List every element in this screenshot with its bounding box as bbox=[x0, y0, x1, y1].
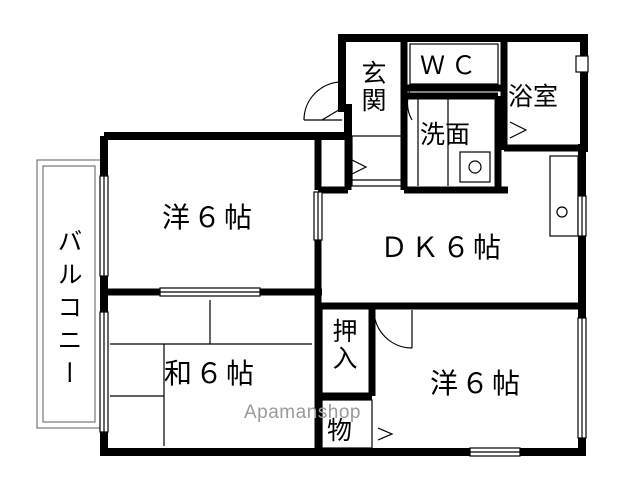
room-label-entrance: 玄関 bbox=[358, 60, 387, 114]
inner-walls bbox=[104, 38, 582, 452]
room-label-japanese: 和６帖 bbox=[164, 357, 258, 390]
door-markers bbox=[351, 121, 528, 441]
fixtures bbox=[110, 43, 579, 449]
watermark: Apamanshop bbox=[244, 402, 361, 423]
room-label-western-1: 洋６帖 bbox=[162, 201, 256, 234]
room-label-washroom: 洗面 bbox=[420, 120, 471, 149]
room-label-western-2: 洋６帖 bbox=[430, 367, 524, 400]
room-label-wc: ＷＣ bbox=[420, 51, 483, 80]
room-label-storage: 物 bbox=[327, 416, 353, 445]
windows bbox=[99, 55, 589, 457]
room-label-bath: 浴室 bbox=[508, 82, 559, 111]
door-swings bbox=[303, 81, 413, 349]
outer-walls bbox=[100, 34, 588, 456]
room-label-balcony: バルコニー bbox=[54, 228, 83, 393]
room-label-dk: ＤＫ６帖 bbox=[380, 231, 505, 264]
room-label-closet: 押入 bbox=[329, 318, 358, 372]
